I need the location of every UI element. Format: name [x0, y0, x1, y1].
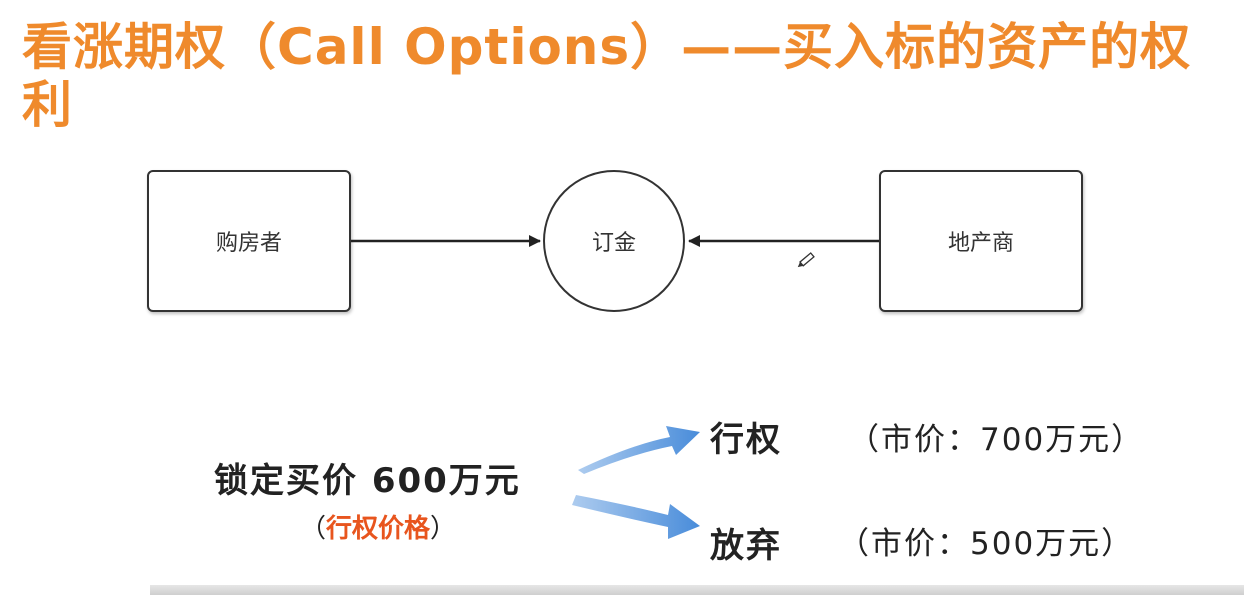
strike-price-note: （行权价格） — [300, 508, 456, 545]
pen-cursor-icon — [797, 252, 815, 268]
strike-price-highlight: 行权价格 — [326, 514, 431, 544]
deposit-circle: 订金 — [543, 170, 685, 312]
abandon-arrow — [572, 495, 700, 539]
outcome-exercise-market: （市价：700万元） — [848, 422, 1145, 458]
outcome-abandon-action: 放弃 — [710, 526, 782, 566]
buyer-box: 购房者 — [147, 170, 351, 312]
strike-paren-close: ） — [430, 514, 457, 544]
deposit-label: 订金 — [591, 231, 636, 256]
developer-label: 地产商 — [947, 231, 1014, 256]
strike-paren-open: （ — [300, 514, 327, 544]
lock-price-label: 锁定买价 600万元 — [214, 461, 521, 501]
outcome-exercise-action: 行权 — [710, 420, 782, 460]
outcome-abandon-market: （市价：500万元） — [838, 526, 1135, 562]
developer-box: 地产商 — [879, 170, 1083, 312]
exercise-arrow — [578, 426, 700, 474]
bottom-divider — [150, 585, 1244, 595]
buyer-label: 购房者 — [215, 231, 282, 256]
slide-title: 看涨期权（Call Options）——买入标的资产的权利 — [22, 18, 1192, 134]
